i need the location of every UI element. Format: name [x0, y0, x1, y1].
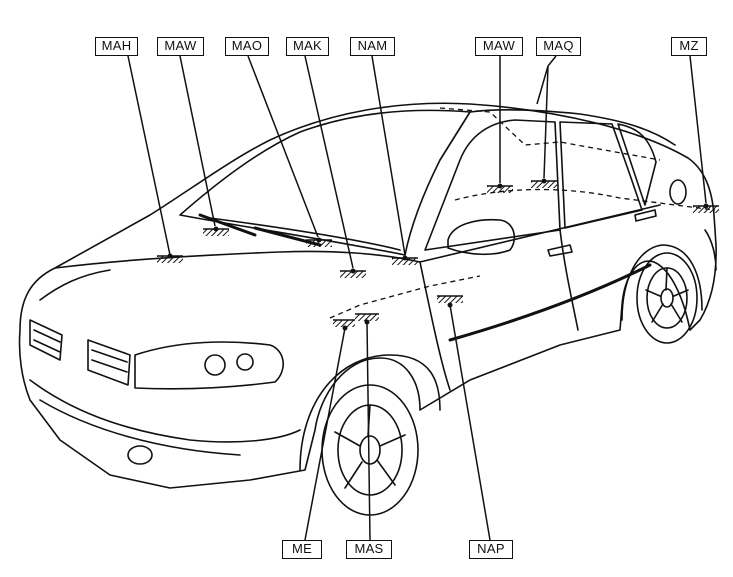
label-mao: MAO [225, 37, 269, 56]
label-maq: MAQ [536, 37, 581, 56]
front-wheel-arch [299, 354, 441, 471]
label-mz: MZ [671, 37, 707, 56]
left-grille [29, 319, 63, 361]
label-mas: MAS [346, 540, 392, 559]
side-mirror [447, 218, 516, 256]
dashed-harness-rear [454, 188, 716, 211]
ground-mark-nam [392, 258, 418, 265]
label-nam: NAM [350, 37, 395, 56]
rear-wheel-arch [621, 244, 703, 321]
ground-mark-maw-front [203, 229, 229, 236]
front-bumper [29, 379, 301, 443]
upper-grille [87, 339, 131, 386]
ground-mark-mao [306, 240, 332, 247]
ground-mark-mah [157, 256, 183, 263]
label-maw-rear: MAW [475, 37, 523, 56]
quarter-window [617, 123, 657, 206]
label-mah: MAH [95, 37, 138, 56]
ground-mark-mas [355, 314, 379, 321]
hood-line [54, 250, 421, 269]
ground-mark-me [333, 320, 355, 327]
headlight [134, 341, 284, 390]
ground-mark-maw-rear [487, 186, 513, 193]
rear-wheel [636, 252, 698, 344]
front-door-window [424, 119, 561, 251]
ground-mark-maq [531, 181, 557, 188]
front-door-handle [547, 244, 573, 257]
wiper-front [198, 213, 257, 237]
rear-door-handle [634, 209, 657, 222]
label-nap: NAP [469, 540, 513, 559]
car-body-outline [18, 102, 717, 489]
ground-mark-mak [340, 271, 366, 278]
label-me: ME [282, 540, 322, 559]
fuel-cap [669, 179, 687, 205]
label-maw-front: MAW [157, 37, 204, 56]
rear-door-window [559, 121, 643, 229]
label-mak: MAK [286, 37, 329, 56]
dashed-harness-front [329, 275, 481, 319]
ground-mark-nap [437, 296, 463, 303]
ground-mark-mz [693, 206, 719, 213]
fog-light [127, 445, 153, 465]
